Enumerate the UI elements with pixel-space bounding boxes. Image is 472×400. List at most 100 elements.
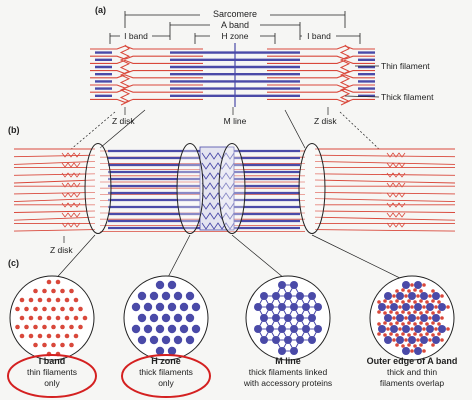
thin-filament-dot xyxy=(33,288,38,294)
thick-filament-dot xyxy=(260,292,268,300)
thick-filament-dot xyxy=(185,313,195,323)
thin-filament-dot xyxy=(425,300,429,304)
z-zigzag xyxy=(386,172,406,178)
cs-title-h-zone: H zone xyxy=(151,356,181,366)
cross-section-2 xyxy=(245,275,331,361)
thin-filament-dot xyxy=(51,306,56,312)
thin-filament-dot xyxy=(60,342,65,348)
thin-filament-dot xyxy=(42,288,47,294)
thin-filament-dot xyxy=(28,297,34,303)
thick-filament-dot xyxy=(438,303,446,311)
m-line-lattice xyxy=(201,172,235,180)
sarcomere-filaments xyxy=(90,43,375,107)
thick-filament-dot xyxy=(191,324,201,334)
cs-desc2-h-zone: only xyxy=(158,378,174,388)
thin-filament-dot xyxy=(398,327,402,331)
thin-filament-dot xyxy=(413,322,417,326)
thick-filament-dot xyxy=(179,324,189,334)
thin-filament xyxy=(267,88,375,93)
thin-filament-dot xyxy=(73,297,79,303)
thin-filament-dot xyxy=(377,322,381,326)
thin-filament-dot xyxy=(64,333,70,339)
thin-filament xyxy=(90,59,203,64)
thin-filament-dot xyxy=(64,297,70,303)
cs-desc2-i-band: only xyxy=(44,378,60,388)
thick-filament-dot xyxy=(426,325,434,333)
thin-filament-dot xyxy=(395,311,399,315)
thick-filament-dot xyxy=(254,325,262,333)
thin-filament xyxy=(314,160,456,165)
thin-filament xyxy=(13,210,96,213)
thin-filament-dot xyxy=(425,322,429,326)
thin-filament-dot xyxy=(69,342,74,348)
thin-filament-dot xyxy=(55,297,61,303)
thick-filament-dot xyxy=(314,325,322,333)
thin-filament-dot xyxy=(419,299,423,303)
thin-filament-dot xyxy=(410,283,414,287)
thick-filament-dot xyxy=(296,292,304,300)
thin-filament-dot xyxy=(401,322,405,326)
thin-filament xyxy=(13,191,96,195)
z-disk-disc xyxy=(84,143,112,234)
thick-filament-dot xyxy=(185,335,195,345)
thin-filament-dot xyxy=(383,299,387,303)
thin-filament-dot xyxy=(446,327,450,331)
thick-filament-dot xyxy=(408,292,416,300)
thin-filament-dot xyxy=(395,333,399,337)
thin-filament-dot xyxy=(389,332,393,336)
thin-filament-dot xyxy=(407,333,411,337)
thin-filament xyxy=(314,173,456,176)
thick-filament-dot xyxy=(290,325,298,333)
thin-filament-dot xyxy=(78,306,83,312)
cross-section-h-zone: H zone thick filaments only xyxy=(139,356,193,388)
thick-filament-dot xyxy=(137,313,147,323)
thin-filament xyxy=(267,59,375,64)
highlight-oval-h-zone xyxy=(121,354,211,398)
thin-filament-dot xyxy=(437,322,441,326)
thin-filament-dot xyxy=(410,305,414,309)
thin-filament-dot xyxy=(410,349,414,353)
z-zigzag xyxy=(61,202,81,208)
thick-filament-dot xyxy=(402,325,410,333)
thick-filament-label: Thick filament xyxy=(381,92,434,102)
thick-filament-dot xyxy=(290,303,298,311)
thin-filament-dot xyxy=(28,315,34,321)
thin-filament-dot xyxy=(434,327,438,331)
thin-filament xyxy=(314,229,456,232)
thin-filament-dot xyxy=(416,294,420,298)
thin-filament xyxy=(314,216,456,221)
thick-filament-dot xyxy=(426,303,434,311)
thin-filament xyxy=(90,98,203,103)
thick-filament-dot xyxy=(155,346,165,356)
thin-filament-dot xyxy=(404,294,408,298)
m-line-lattice xyxy=(201,212,235,220)
connector-lines-b-c xyxy=(51,234,411,284)
thick-filament-dot xyxy=(290,347,298,355)
thin-filament-dot xyxy=(404,338,408,342)
i-band-right-label: I band xyxy=(307,31,331,41)
thin-filament xyxy=(314,179,456,184)
m-line-lattice xyxy=(201,182,235,190)
thin-filament-dot xyxy=(422,305,426,309)
thin-filament-dot xyxy=(416,316,420,320)
thin-filament-dot xyxy=(386,305,390,309)
thick-filament-dot xyxy=(408,314,416,322)
thin-filament-dot xyxy=(15,324,20,330)
thin-filament-dot xyxy=(46,315,52,321)
cs-desc2-a-band-edge: filaments overlap xyxy=(380,378,445,388)
thin-filament-dot xyxy=(383,311,387,315)
thin-filament-dot xyxy=(434,305,438,309)
thin-filament-dot xyxy=(392,294,396,298)
thick-filament-dot xyxy=(272,336,280,344)
thin-filament-dot xyxy=(431,299,435,303)
thin-filament-dot xyxy=(33,306,38,312)
thick-filament-dot xyxy=(137,291,147,301)
thick-filament-dot xyxy=(284,314,292,322)
thin-filament-dot xyxy=(15,306,20,312)
thin-filament-dot xyxy=(73,315,79,321)
thin-filament-dot xyxy=(422,349,426,353)
thin-filament xyxy=(314,154,456,158)
thick-filament-dot xyxy=(266,303,274,311)
thin-filament-dot xyxy=(407,289,411,293)
